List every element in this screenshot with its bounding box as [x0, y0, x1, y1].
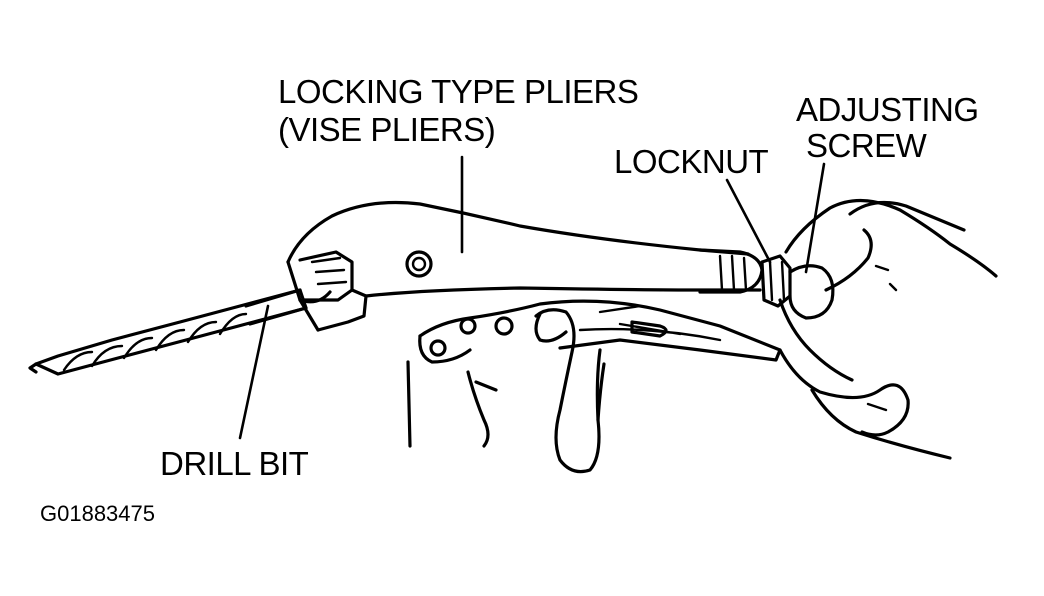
label-locknut: LOCKNUT — [614, 143, 769, 180]
leader-adjusting-screw — [804, 162, 826, 274]
drill-bit-drawing — [28, 288, 308, 376]
label-adjusting-line1: ADJUSTING — [796, 91, 979, 128]
pliers-lower-handle-drawing — [418, 299, 782, 364]
hand-drawing — [406, 198, 998, 474]
label-pliers-line1: LOCKING TYPE PLIERS — [278, 73, 639, 110]
pliers-jaws-drawing — [286, 200, 750, 332]
locknut-drawing — [760, 254, 792, 308]
label-adjusting-line2: SCREW — [806, 127, 927, 164]
leader-locknut — [725, 178, 772, 264]
figure-code: G01883475 — [40, 501, 155, 526]
label-drill-bit: DRILL BIT — [160, 445, 309, 482]
leader-drill-bit — [238, 304, 270, 440]
label-pliers-line2: (VISE PLIERS) — [278, 111, 496, 148]
adjusting-screw-drawing — [788, 264, 835, 320]
